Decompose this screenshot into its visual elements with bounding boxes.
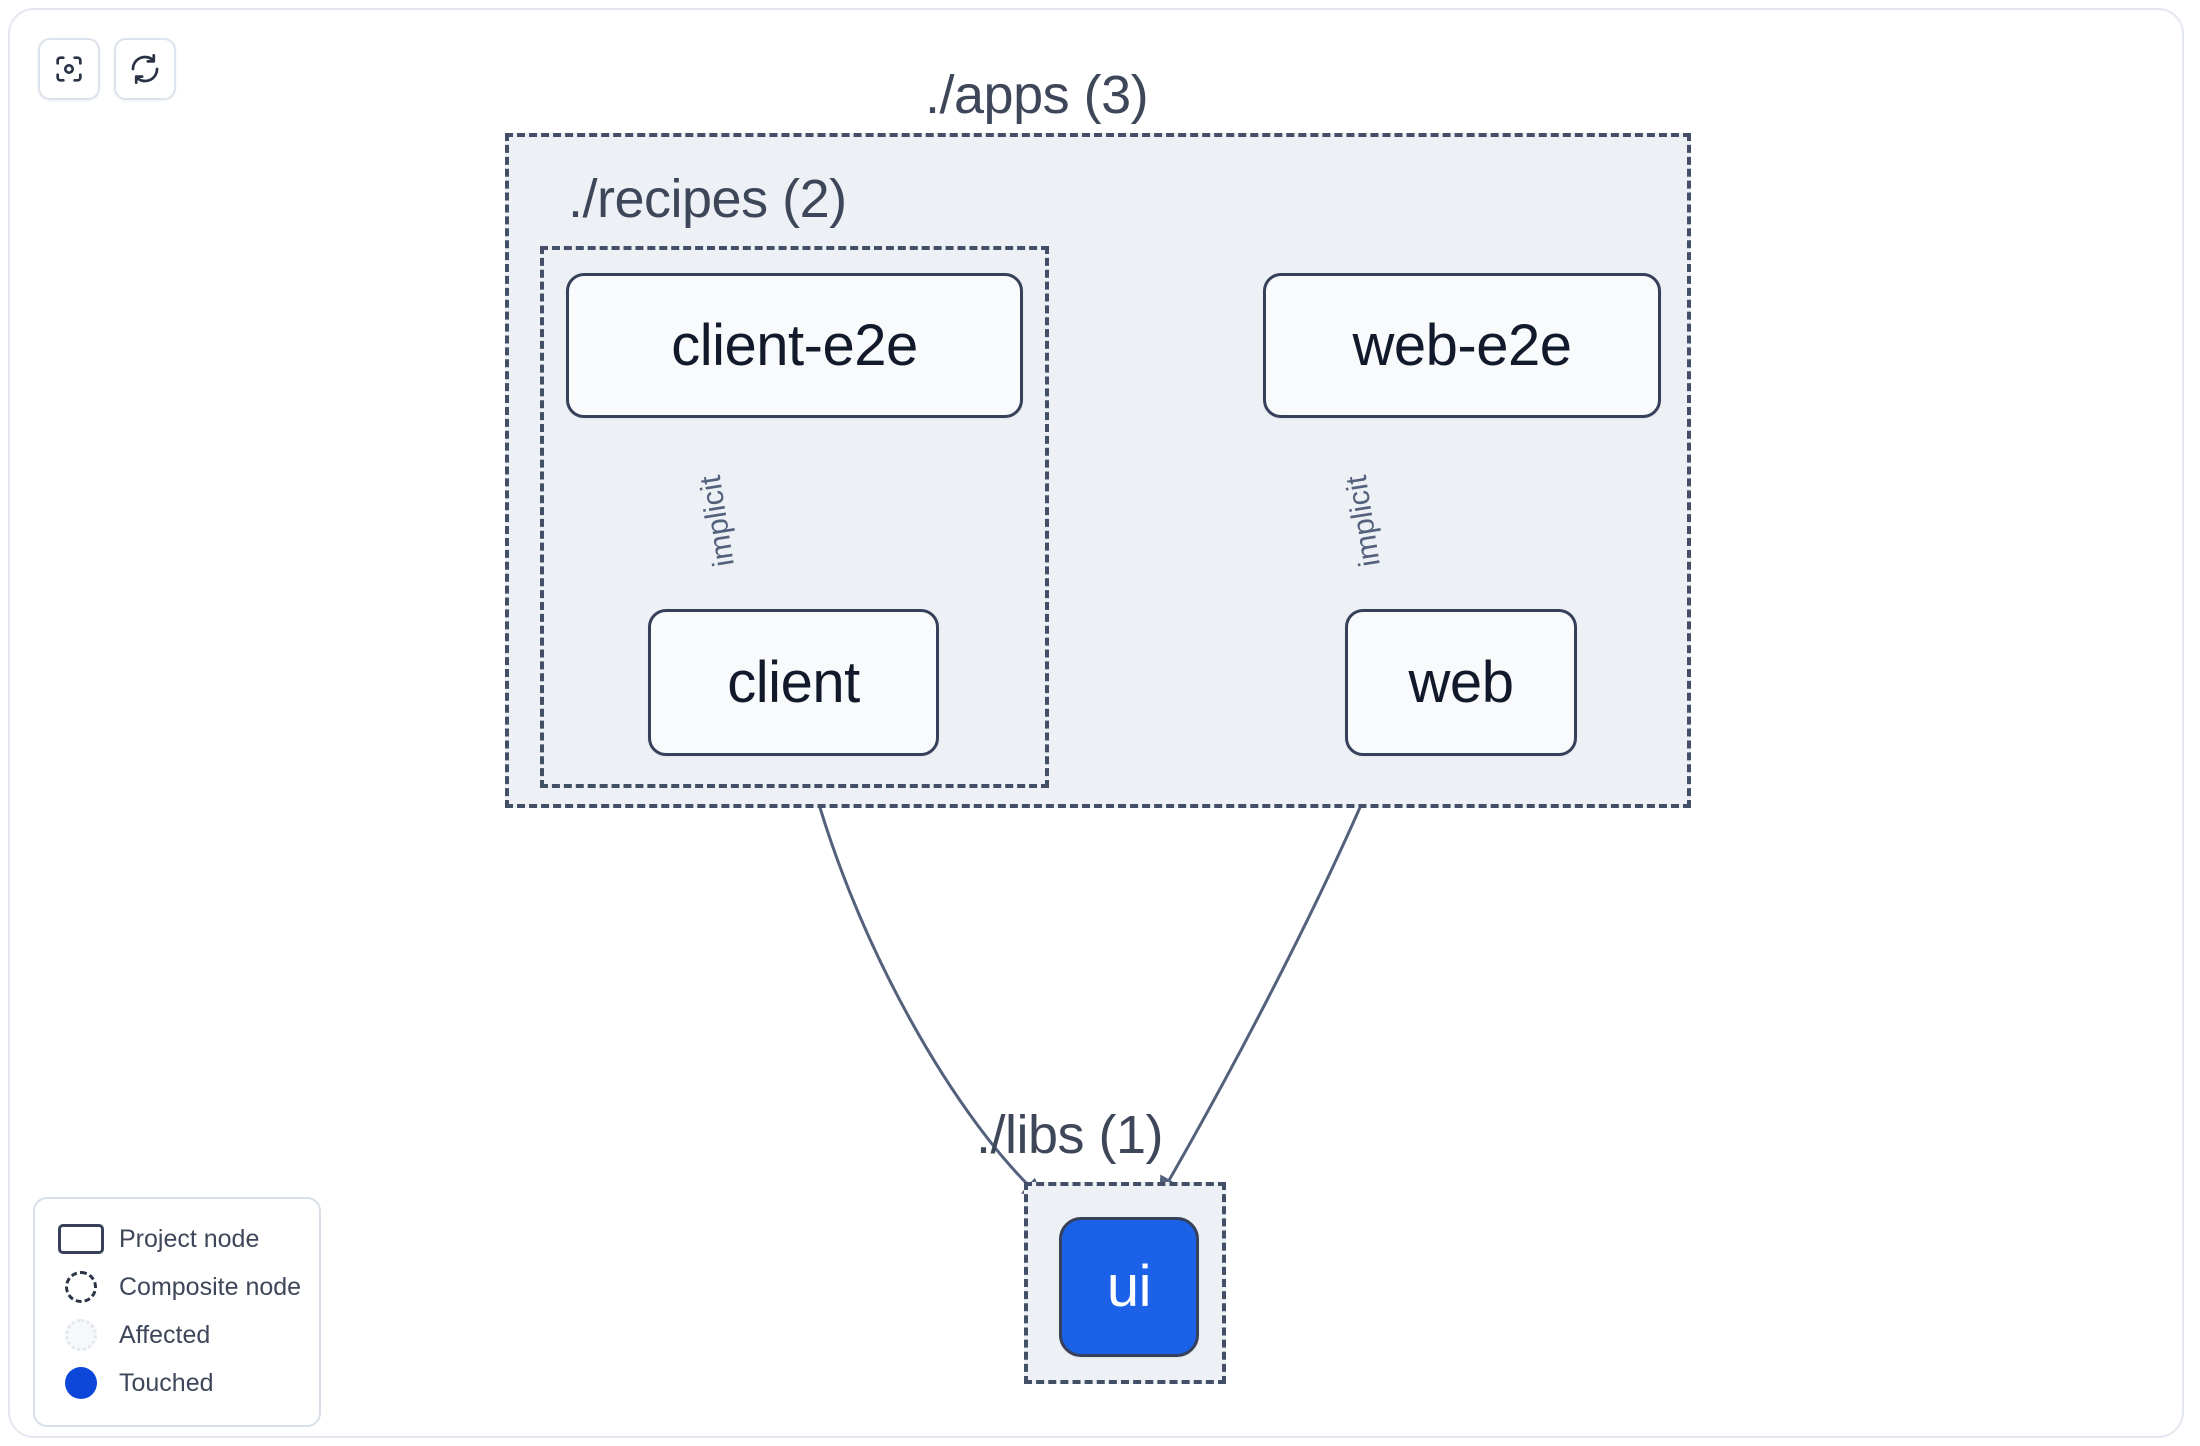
- legend-label-affected: Affected: [119, 1320, 211, 1349]
- legend-item-project-node: Project node: [53, 1215, 301, 1263]
- refresh-sync-icon: [128, 52, 162, 86]
- node-label-web-e2e: web-e2e: [1352, 312, 1572, 378]
- edge-web-to-ui: [1158, 755, 1384, 1198]
- group-label-libs: ./libs (1): [976, 1105, 1164, 1165]
- node-label-client: client: [727, 649, 860, 715]
- focus-graph-button[interactable]: [38, 38, 100, 100]
- node-label-web: web: [1408, 649, 1514, 715]
- group-label-apps: ./apps (3): [925, 65, 1149, 125]
- node-ui[interactable]: ui: [1059, 1217, 1199, 1357]
- graph-legend: Project node Composite node Affected Tou…: [33, 1197, 321, 1427]
- legend-item-composite-node: Composite node: [53, 1263, 301, 1311]
- group-label-recipes: ./recipes (2): [568, 169, 847, 229]
- legend-label-composite-node: Composite node: [119, 1272, 302, 1301]
- legend-label-project-node: Project node: [119, 1224, 260, 1253]
- touched-swatch-icon: [53, 1367, 109, 1399]
- node-label-client-e2e: client-e2e: [671, 312, 918, 378]
- affected-swatch-icon: [53, 1319, 109, 1351]
- legend-label-touched: Touched: [119, 1368, 214, 1397]
- node-client-e2e[interactable]: client-e2e: [566, 273, 1023, 418]
- node-label-ui: ui: [1106, 1254, 1152, 1319]
- graph-toolbar: [38, 38, 176, 100]
- node-web-e2e[interactable]: web-e2e: [1263, 273, 1661, 418]
- legend-item-affected: Affected: [53, 1311, 301, 1359]
- focus-target-icon: [52, 52, 86, 86]
- legend-item-touched: Touched: [53, 1359, 301, 1407]
- node-web[interactable]: web: [1345, 609, 1577, 756]
- composite-node-swatch-icon: [53, 1271, 109, 1303]
- project-node-swatch-icon: [53, 1224, 109, 1254]
- node-client[interactable]: client: [648, 609, 939, 756]
- edge-client-to-ui: [804, 755, 1044, 1200]
- refresh-graph-button[interactable]: [114, 38, 176, 100]
